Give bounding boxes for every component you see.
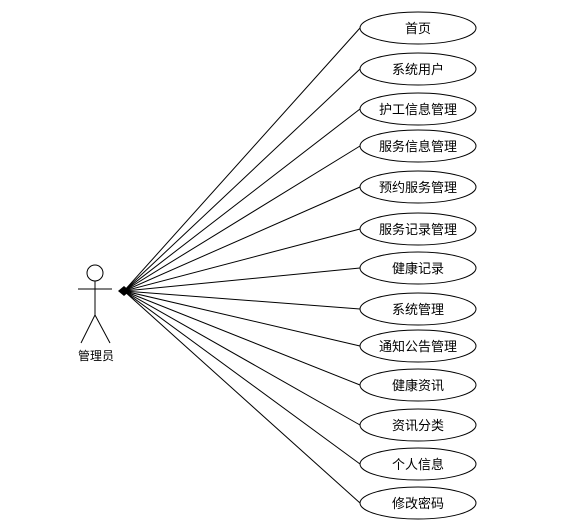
association-line (123, 267, 361, 292)
use-case: 护工信息管理 (359, 92, 477, 126)
use-case-label: 资讯分类 (392, 419, 444, 434)
use-case-label: 个人信息 (392, 457, 444, 473)
use-case-label: 健康记录 (392, 261, 444, 277)
association-line (123, 186, 361, 292)
use-case-label: 系统管理 (392, 303, 444, 318)
use-case: 通知公告管理 (359, 329, 477, 363)
use-case: 系统用户 (359, 52, 477, 86)
actor-left-leg (80, 314, 96, 344)
use-case: 健康记录 (359, 251, 477, 285)
use-case-label: 服务信息管理 (379, 139, 457, 155)
use-case-label: 首页 (405, 22, 431, 37)
association-lines (123, 27, 361, 504)
use-case: 服务记录管理 (359, 212, 477, 246)
use-case: 预约服务管理 (359, 170, 477, 204)
use-case: 服务信息管理 (359, 129, 477, 163)
use-case: 系统管理 (359, 292, 477, 326)
association-line (123, 228, 361, 292)
use-case-label: 通知公告管理 (379, 339, 457, 355)
use-case-ellipse (359, 11, 477, 45)
use-case-ellipse (359, 212, 477, 246)
use-case-list: 首页系统用户护工信息管理服务信息管理预约服务管理服务记录管理健康记录系统管理通知… (359, 11, 477, 520)
actor-head (86, 264, 104, 282)
use-case-ellipse (359, 92, 477, 126)
association-line (123, 27, 361, 292)
use-case-label: 健康资讯 (392, 378, 444, 394)
use-case-ellipse (359, 408, 477, 442)
association-line (123, 68, 361, 292)
use-case-ellipse (359, 368, 477, 402)
use-case-ellipse (359, 129, 477, 163)
use-case: 个人信息 (359, 447, 477, 481)
association-line (123, 290, 361, 347)
use-case-label: 护工信息管理 (379, 102, 457, 118)
association-line (123, 290, 361, 426)
association-line (123, 145, 361, 292)
use-case-ellipse (359, 52, 477, 86)
use-case-label: 系统用户 (392, 62, 444, 78)
association-line (123, 290, 361, 310)
actor-label: 管理员 (78, 348, 114, 363)
use-case-label: 修改密码 (392, 496, 444, 512)
use-case: 修改密码 (359, 486, 477, 520)
association-line (123, 290, 361, 504)
use-case-label: 服务记录管理 (379, 222, 457, 238)
use-case: 健康资讯 (359, 368, 477, 402)
use-case: 资讯分类 (359, 408, 477, 442)
association-line (123, 108, 361, 292)
association-line (123, 290, 361, 386)
use-case-ellipse (359, 329, 477, 363)
use-case-ellipse (359, 292, 477, 326)
actor-admin: 管理员 (78, 264, 114, 363)
use-case: 首页 (359, 11, 477, 45)
association-line (123, 290, 361, 465)
use-case-ellipse (359, 486, 477, 520)
use-case-ellipse (359, 251, 477, 285)
use-case-label: 预约服务管理 (379, 180, 457, 196)
actor-right-leg (94, 314, 111, 344)
use-case-ellipse (359, 170, 477, 204)
use-case-ellipse (359, 447, 477, 481)
association-hub (118, 286, 130, 296)
